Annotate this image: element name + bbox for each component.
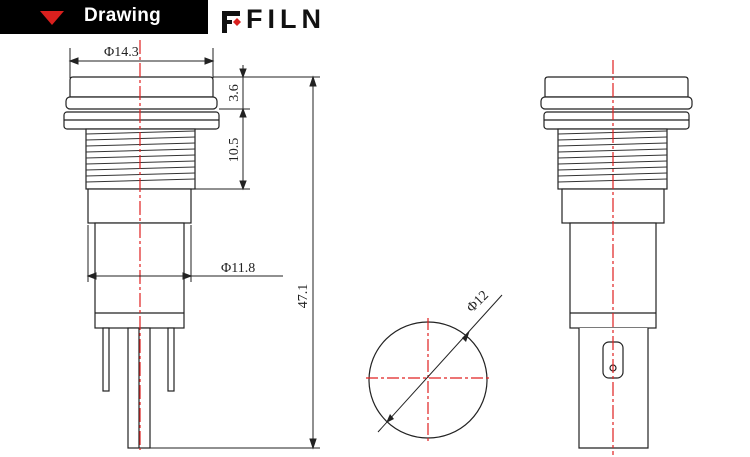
header-label: Drawing [84,5,162,26]
triangle-icon [40,11,64,25]
label-total-length: 47.1 [296,284,311,309]
label-thread-length: 10.5 [227,138,242,163]
header-tab: Drawing [0,0,208,34]
dim-body-diameter [86,225,283,282]
label-top-diameter: Φ14.3 [104,45,139,60]
label-panel-cutout: Φ12 [464,288,492,316]
dim-top-diameter [68,48,215,78]
label-body-diameter: Φ11.8 [221,261,255,276]
label-flange-height: 3.6 [227,84,242,102]
brand-name: FILN [246,4,326,34]
panel-cutout [366,294,503,442]
dim-total-length [150,75,320,450]
diamond-icon [222,11,241,33]
